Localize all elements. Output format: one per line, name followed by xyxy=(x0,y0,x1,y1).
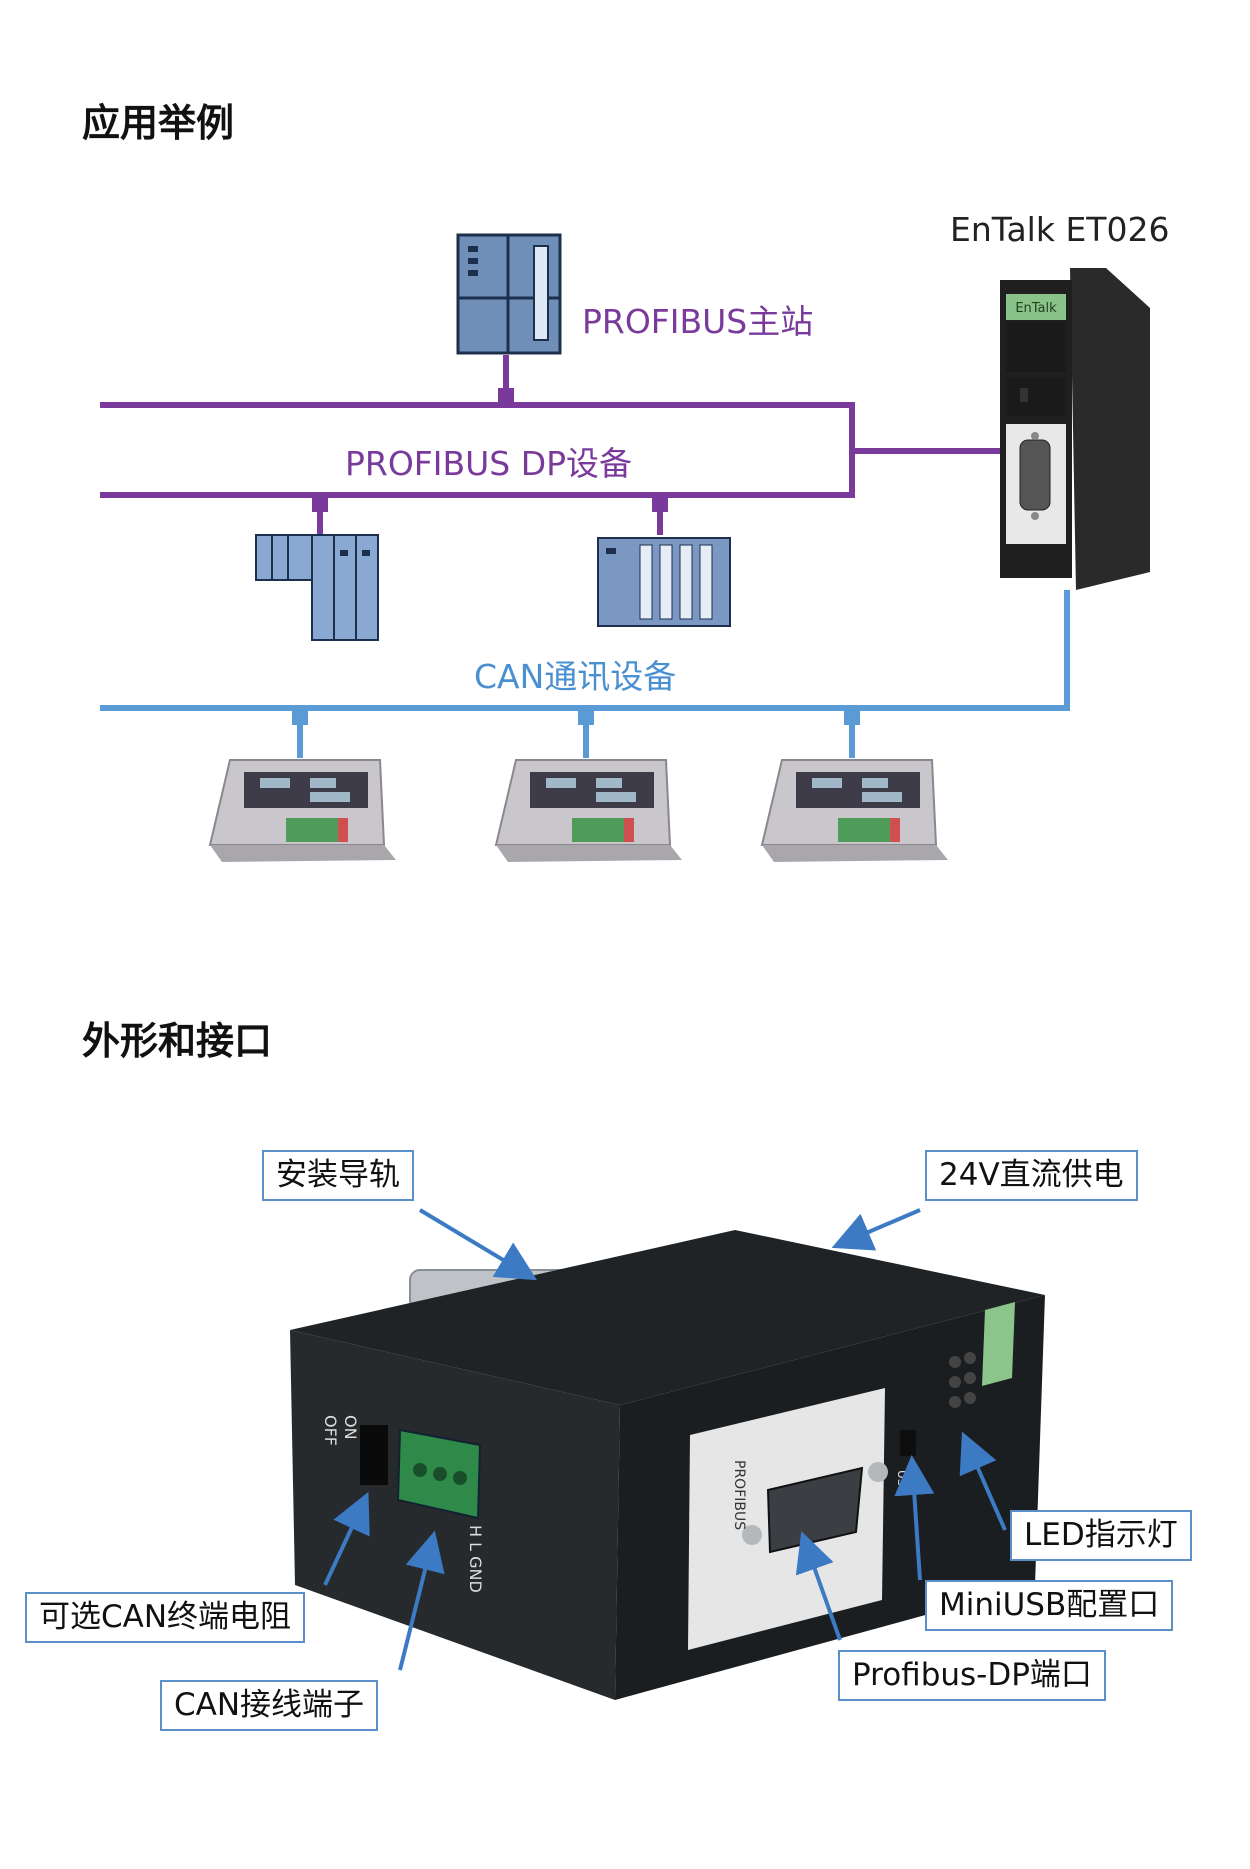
switch-off-label: OFF xyxy=(321,1415,340,1446)
gateway-label: EnTalk ET026 xyxy=(950,210,1170,249)
arrow-can-terminal xyxy=(398,1530,445,1671)
callout-miniusb-port: MiniUSB配置口 xyxy=(925,1580,1174,1631)
dp-device-rack-icon xyxy=(255,534,379,641)
callout-24v-power: 24V直流供电 xyxy=(925,1150,1138,1201)
terminal-labels: H L GND xyxy=(466,1525,485,1593)
arrow-power xyxy=(831,1208,921,1251)
dp-device-io-module-icon xyxy=(597,537,731,627)
callout-profibus-dp-port: Profibus-DP端口 xyxy=(838,1650,1106,1701)
callout-led-indicator: LED指示灯 xyxy=(1010,1510,1192,1561)
switch-on-label: ON xyxy=(341,1415,360,1440)
arrow-dp-port xyxy=(795,1531,842,1641)
network-diagram: EnTalk xyxy=(100,233,1150,862)
callout-arrows xyxy=(323,1208,1007,1671)
profibus-master-plc-icon xyxy=(456,233,562,355)
callout-can-terminal-block: CAN接线端子 xyxy=(160,1680,379,1731)
arrow-usb xyxy=(894,1455,935,1581)
callout-mounting-rail: 安装导轨 xyxy=(262,1150,414,1201)
arrow-rail xyxy=(418,1208,538,1281)
can-device-indicator-3-icon xyxy=(760,759,948,862)
device-port-label: PROFIBUS xyxy=(731,1460,747,1530)
can-devices-label: CAN通讯设备 xyxy=(474,657,677,696)
arrow-led xyxy=(959,1431,1007,1531)
arrow-terminator xyxy=(323,1491,370,1586)
callout-can-terminator: 可选CAN终端电阻 xyxy=(25,1592,306,1643)
profibus-dp-label: PROFIBUS DP设备 xyxy=(345,444,633,483)
gateway-device-icon: EnTalk xyxy=(1000,268,1150,590)
master-station-label: PROFIBUS主站 xyxy=(582,302,814,341)
section-title-appearance: 外形和接口 xyxy=(82,1019,273,1063)
gateway-brand-text: EnTalk xyxy=(1015,301,1057,316)
product-photo: ON OFF H L GND PROFIBUS USB xyxy=(290,1230,1045,1700)
section-title-application: 应用举例 xyxy=(82,101,235,145)
can-device-indicator-2-icon xyxy=(494,759,682,862)
can-device-indicator-1-icon xyxy=(208,759,396,862)
